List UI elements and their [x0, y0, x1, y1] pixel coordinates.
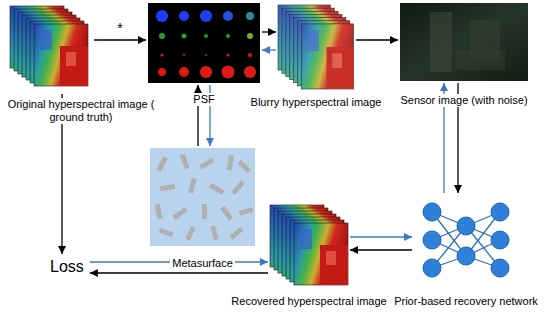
node-label: Loss — [46, 256, 88, 278]
flow-arrow — [262, 49, 276, 50]
caption-text: Prior-based recovery network — [392, 295, 540, 308]
caption-text: Sensor image (with noise) — [398, 94, 529, 107]
text-node: Loss — [46, 256, 88, 278]
flow-arrow — [262, 31, 276, 32]
flow-arrow — [356, 39, 398, 40]
caption-text: PSF — [191, 93, 216, 106]
flow-arrow — [94, 39, 146, 40]
flow-arrow — [350, 236, 412, 237]
image-node: Metasurface — [150, 148, 255, 246]
image-node: Sensor image (with noise) — [400, 3, 528, 81]
caption-text: Recovered hyperspectral image — [229, 295, 388, 308]
image-node: Original hyperspectral image ( ground tr… — [8, 4, 92, 92]
flow-arrow — [90, 272, 268, 273]
flow-arrow — [350, 249, 412, 250]
caption-text: Metasurface — [170, 257, 235, 270]
caption-text: Blurry hyperspectral image — [249, 96, 384, 109]
image-node: Recovered hyperspectral image — [270, 205, 348, 285]
operator-symbol: * — [116, 21, 123, 35]
image-node: PSF — [148, 3, 260, 83]
caption-text: Original hyperspectral image ( ground tr… — [3, 98, 159, 124]
image-node: Prior-based recovery network — [414, 195, 518, 285]
image-node: Blurry hyperspectral image — [278, 3, 354, 89]
